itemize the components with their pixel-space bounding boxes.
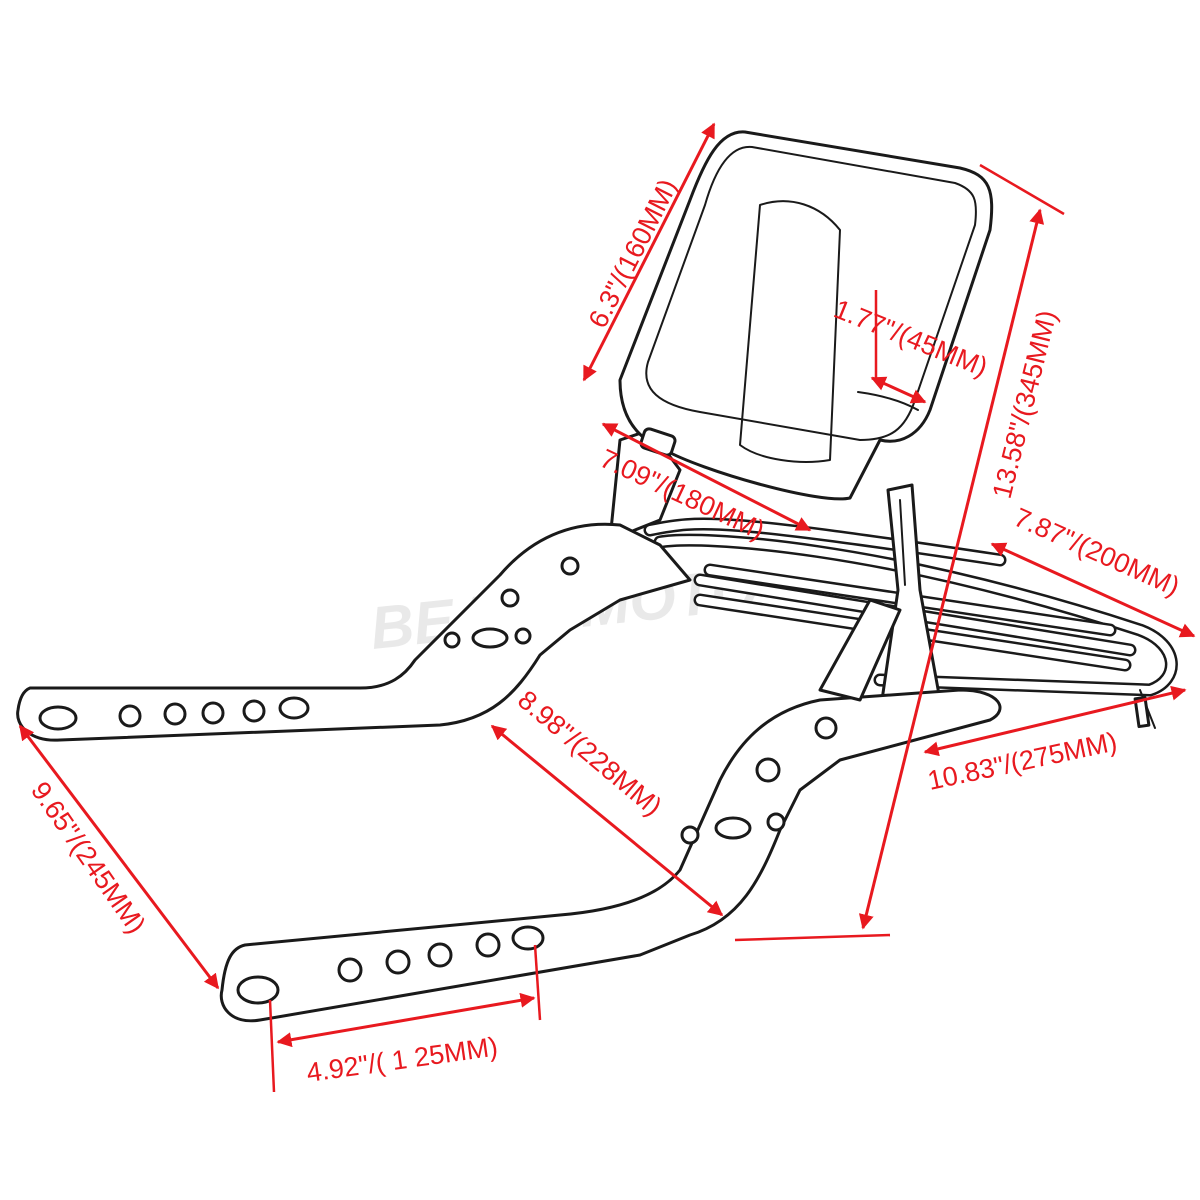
label-rack-width: 7.87"/(200MM) xyxy=(1010,502,1184,602)
dim-line-backrest-width xyxy=(601,422,812,532)
dim-line-inner-width xyxy=(490,724,724,917)
dim-line-outer-width xyxy=(18,724,220,990)
label-outer-width: 9.65"/(245MM) xyxy=(25,776,151,939)
dim-line-backrest-height xyxy=(582,122,716,382)
dim-line-total-height xyxy=(858,208,1045,930)
dim-line-rack-width xyxy=(990,542,1196,638)
label-hole-spacing: 4.92"/( 1 25MM) xyxy=(305,1031,500,1088)
side-plate-front xyxy=(219,598,1002,1023)
product-drawing xyxy=(16,130,1178,1023)
label-total-height: 13.58"/(345MM) xyxy=(987,307,1063,501)
label-rack-length: 10.83"/(275MM) xyxy=(925,726,1120,795)
label-inner-width: 8.98"/(228MM) xyxy=(512,685,667,822)
dim-line-hole-spacing xyxy=(276,992,536,1048)
dim-line-rack-length xyxy=(923,685,1187,757)
dimension-lines xyxy=(18,122,1196,1093)
